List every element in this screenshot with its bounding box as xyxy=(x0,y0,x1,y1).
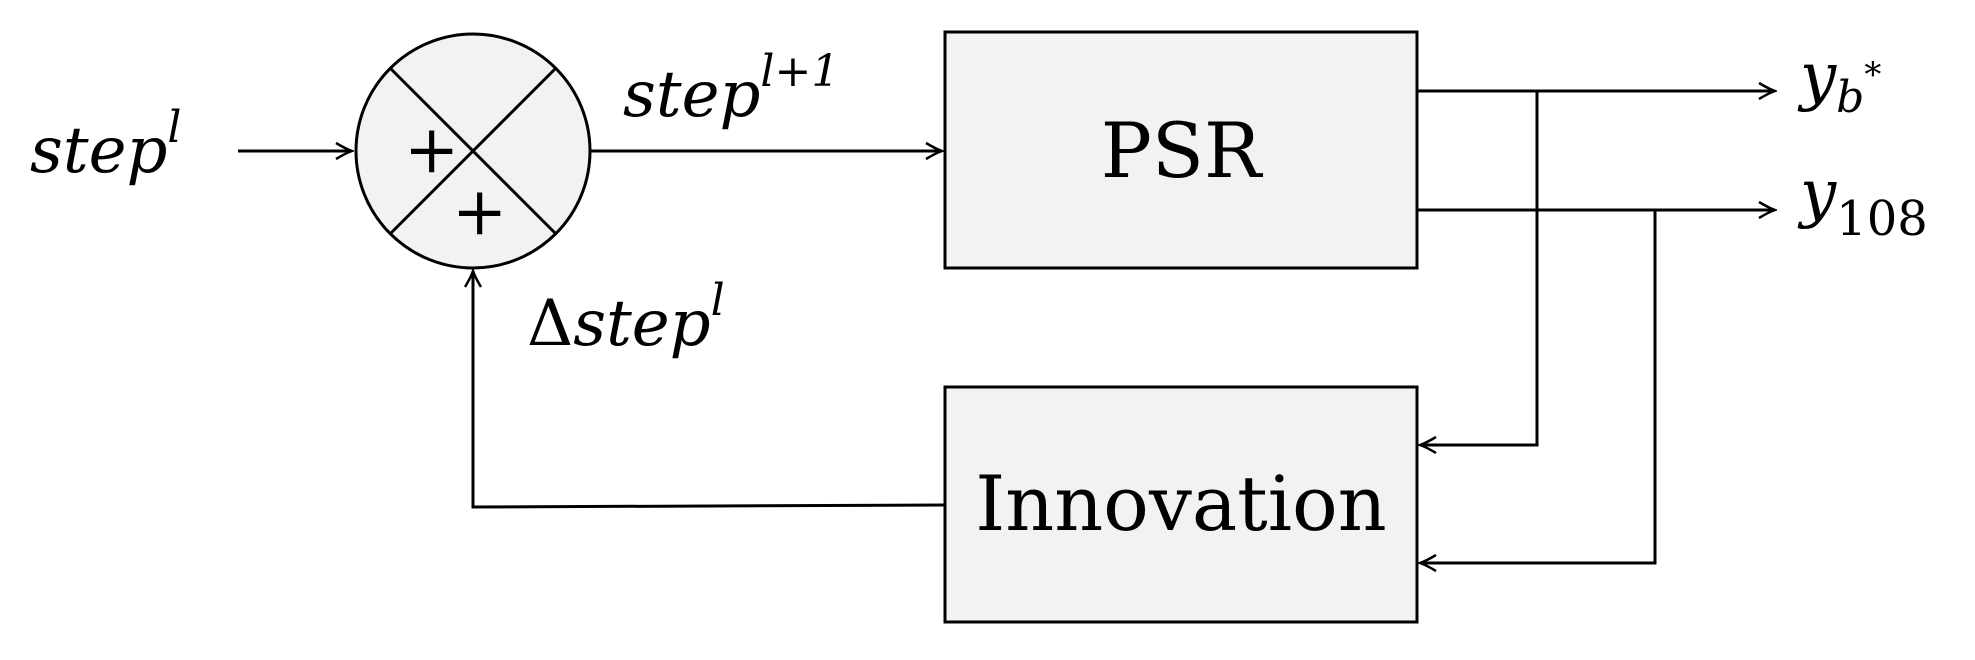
feedback-arrow xyxy=(473,271,946,509)
summing-junction: + + xyxy=(354,32,592,270)
psr-label: PSR xyxy=(1101,106,1264,195)
output-label-y-b-star: yb* xyxy=(1797,40,1881,123)
summer-output-label: stepl+1 xyxy=(623,46,839,132)
branch-top-to-innovation xyxy=(1420,91,1539,445)
innovation-label: Innovation xyxy=(975,459,1386,548)
summer-sign-left: + xyxy=(404,111,459,188)
input-label: stepl xyxy=(30,102,181,188)
summer-sign-bottom: + xyxy=(452,173,507,250)
psr-block: PSR xyxy=(943,30,1419,270)
feedback-label: Δstepl xyxy=(527,275,725,361)
branch-bottom-to-innovation xyxy=(1420,210,1657,563)
output-label-y-108: y108 xyxy=(1797,157,1928,247)
innovation-block: Innovation xyxy=(943,385,1419,624)
